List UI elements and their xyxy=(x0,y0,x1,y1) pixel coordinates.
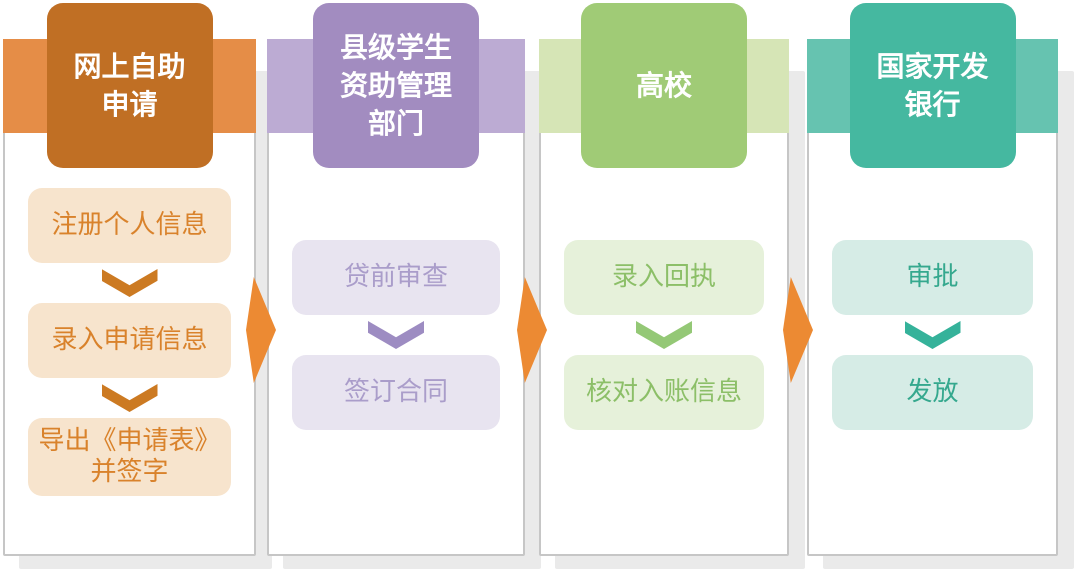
lane-title: 国家开发 银行 xyxy=(849,3,1016,168)
lane-title: 县级学生 资助管理 部门 xyxy=(313,3,479,168)
step-box: 签订合同 xyxy=(292,355,500,430)
lane-steps: 审批 发放 xyxy=(832,240,1033,430)
step-box: 注册个人信息 xyxy=(28,188,231,263)
lane-online-application: 网上自助 申请 注册个人信息 录入申请信息 导出《申请表》 并签字 xyxy=(3,0,256,578)
lane-county-aid-department: 县级学生 资助管理 部门 贷前审查 签订合同 xyxy=(267,0,525,578)
lane-steps: 录入回执 核对入账信息 xyxy=(564,240,764,430)
step-box: 录入申请信息 xyxy=(28,303,231,378)
lane-university: 高校 录入回执 核对入账信息 xyxy=(539,0,789,578)
step-box: 审批 xyxy=(832,240,1033,315)
chevron-down-icon xyxy=(101,269,158,297)
lane-steps: 注册个人信息 录入申请信息 导出《申请表》 并签字 xyxy=(28,188,231,496)
chevron-down-icon xyxy=(904,321,961,349)
lane-development-bank: 国家开发 银行 审批 发放 xyxy=(807,0,1058,578)
lane-title: 高校 xyxy=(581,3,747,168)
step-box: 贷前审查 xyxy=(292,240,500,315)
lane-title: 网上自助 申请 xyxy=(46,3,213,168)
chevron-down-icon xyxy=(368,321,424,349)
lane-steps: 贷前审查 签订合同 xyxy=(292,240,500,430)
step-box: 录入回执 xyxy=(564,240,764,315)
step-box: 核对入账信息 xyxy=(564,355,764,430)
chevron-down-icon xyxy=(636,321,692,349)
step-box: 发放 xyxy=(832,355,1033,430)
chevron-down-icon xyxy=(101,384,158,412)
step-box: 导出《申请表》 并签字 xyxy=(28,418,231,496)
